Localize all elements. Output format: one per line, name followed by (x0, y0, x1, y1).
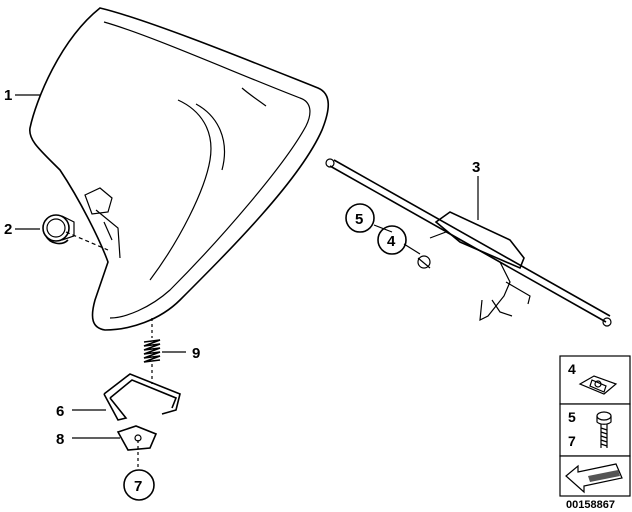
svg-text:7: 7 (134, 478, 142, 495)
backrest-pad (29, 7, 330, 331)
svg-text:8: 8 (56, 431, 64, 448)
svg-text:3: 3 (472, 159, 480, 176)
svg-text:4: 4 (387, 233, 396, 250)
grommet-part (42, 214, 75, 245)
kit-label-4: 4 (568, 361, 576, 377)
svg-text:5: 5 (355, 211, 363, 228)
callout-4-circle: 4 (377, 225, 407, 255)
callout-7-circle: 7 (123, 469, 155, 501)
kit-box-nut (559, 355, 631, 405)
clip-plate-part (72, 425, 158, 468)
svg-text:6: 6 (56, 403, 64, 420)
kit-box-screw (559, 403, 631, 457)
rod-assembly-part (325, 158, 612, 327)
clip-nut-icon (578, 375, 618, 395)
direction-arrow-icon (565, 463, 623, 494)
leader-4 (403, 243, 421, 255)
wire-bracket-part (72, 373, 181, 421)
callout-6: 6 (56, 403, 64, 420)
callout-5-circle: 5 (345, 203, 375, 233)
svg-text:2: 2 (4, 221, 12, 238)
kit-label-7: 7 (568, 433, 576, 449)
kit-legend: 4 5 7 00158867 (559, 355, 631, 511)
callout-1: 1 (4, 87, 40, 104)
callout-2: 2 (4, 221, 40, 238)
document-number: 00158867 (566, 499, 615, 511)
spring-part (143, 318, 186, 384)
screw-icon (596, 411, 612, 448)
callout-3: 3 (472, 159, 480, 176)
callout-9: 9 (192, 345, 200, 362)
svg-text:9: 9 (192, 345, 200, 362)
callout-8: 8 (56, 431, 64, 448)
svg-text:1: 1 (4, 87, 12, 104)
kit-label-5: 5 (568, 409, 576, 425)
